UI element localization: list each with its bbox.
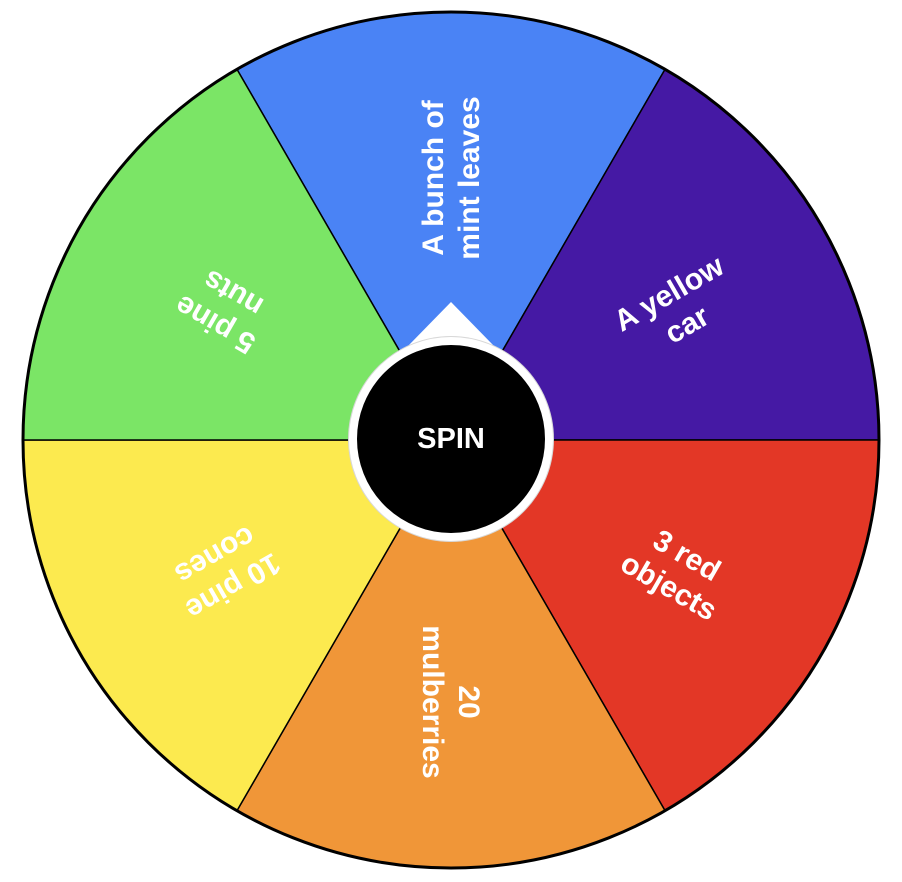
wheel-segment-label-line: mint leaves bbox=[453, 96, 486, 259]
wheel-segment-label-line: mulberries bbox=[416, 625, 449, 778]
wheel-rim bbox=[21, 10, 881, 870]
wheel-segment-label-line: A bunch of bbox=[417, 99, 450, 256]
wheel-segment-label: 20mulberries bbox=[416, 625, 485, 778]
spin-button[interactable]: SPIN bbox=[349, 337, 553, 541]
wheel-segment-label-line: 20 bbox=[452, 685, 485, 718]
